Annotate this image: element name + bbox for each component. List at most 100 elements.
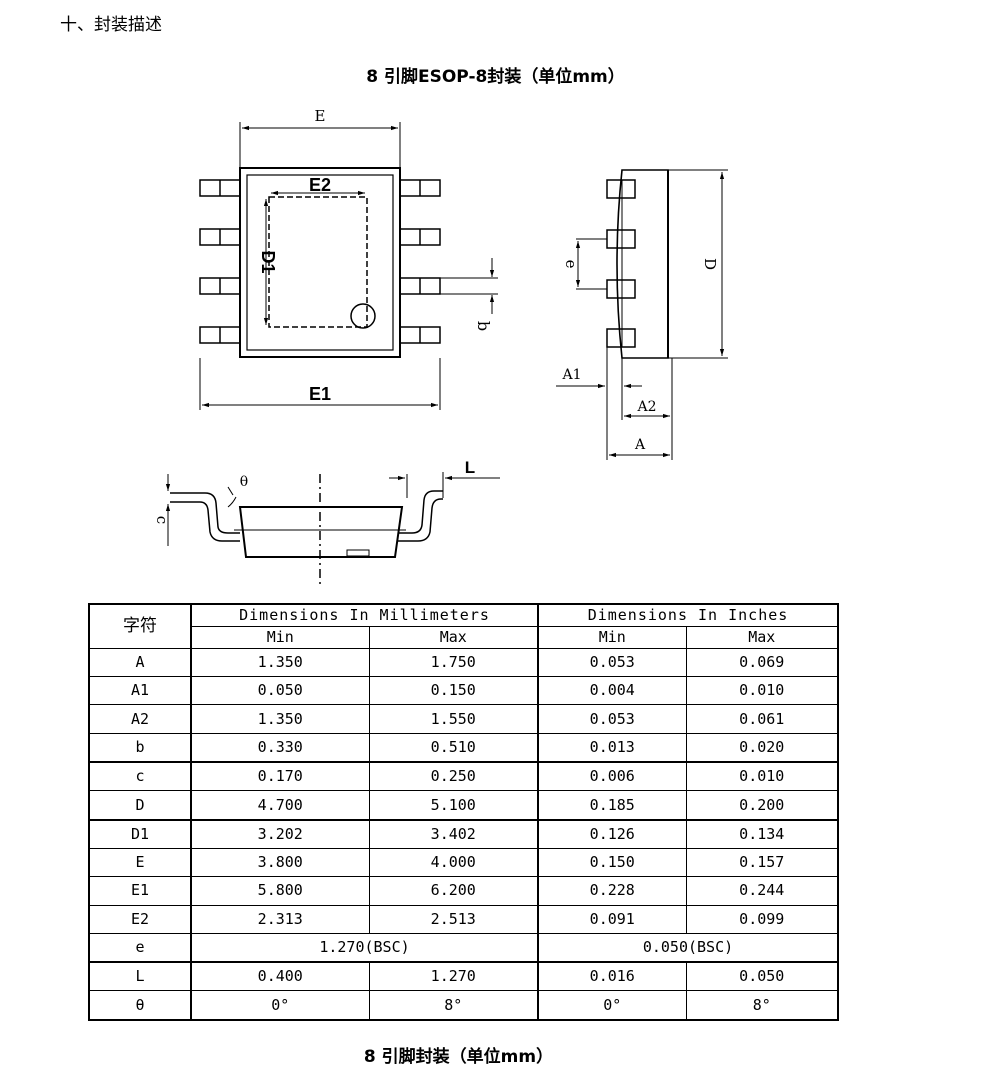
- in-min-header: Min: [537, 626, 687, 649]
- mm-max-cell: 3.402: [368, 819, 539, 850]
- mm-max-cell: 8°: [368, 990, 539, 1021]
- symbol-cell: A1: [88, 676, 192, 706]
- mm-min-cell: 4.700: [190, 790, 370, 821]
- in-min-cell: 0.013: [537, 732, 687, 764]
- table-row: D 4.700 5.100 0.185 0.200: [88, 790, 839, 821]
- mm-max-cell: 6.200: [368, 876, 539, 906]
- front-view: [165, 472, 500, 584]
- table-row: θ 0° 8° 0° 8°: [88, 990, 839, 1021]
- label-L: L: [465, 458, 475, 477]
- in-max-cell: 0.050: [685, 961, 839, 992]
- label-c: c: [153, 516, 171, 524]
- mm-min-cell: 0.400: [190, 961, 370, 992]
- in-min-cell: 0.016: [537, 961, 687, 992]
- symbol-cell: b: [88, 732, 192, 764]
- label-A1: A1: [561, 367, 581, 383]
- left-pins: [199, 179, 241, 344]
- mm-min-cell: 0.050: [190, 676, 370, 706]
- symbol-cell: A: [88, 647, 192, 678]
- mm-max-cell: 0.510: [368, 732, 539, 764]
- mm-max-header: Max: [368, 626, 539, 649]
- table-row: A 1.350 1.750 0.053 0.069: [88, 647, 839, 678]
- mm-min-cell: 3.202: [190, 819, 370, 850]
- top-view: [199, 122, 498, 410]
- in-max-cell: 0.010: [685, 761, 839, 792]
- mm-min-cell: 1.350: [190, 647, 370, 678]
- in-bsc-cell: 0.050(BSC): [537, 932, 839, 964]
- mm-bsc-cell: 1.270(BSC): [190, 932, 539, 964]
- label-E2: E2: [309, 175, 331, 195]
- symbol-cell: A2: [88, 704, 192, 734]
- in-max-cell: 0.134: [685, 819, 839, 850]
- mm-max-cell: 2.513: [368, 904, 539, 934]
- mm-min-cell: 0.330: [190, 732, 370, 764]
- table-row: E1 5.800 6.200 0.228 0.244: [88, 876, 839, 906]
- in-max-cell: 0.099: [685, 904, 839, 934]
- package-drawing: E E2 D1 E1 b e D A1 A2 A: [153, 107, 728, 584]
- mm-min-cell: 2.313: [190, 904, 370, 934]
- symbol-cell: e: [88, 932, 192, 964]
- mm-min-cell: 3.800: [190, 848, 370, 878]
- table-row: E 3.800 4.000 0.150 0.157: [88, 848, 839, 878]
- label-E: E: [315, 107, 326, 125]
- side-view: [556, 169, 728, 460]
- symbol-header: 字符: [88, 603, 192, 649]
- in-min-cell: 0.091: [537, 904, 687, 934]
- symbol-cell: E: [88, 848, 192, 878]
- dimensions-table: 字符 Dimensions In Millimeters Dimensions …: [88, 603, 839, 1021]
- mm-min-cell: 0.170: [190, 761, 370, 792]
- in-min-cell: 0.150: [537, 848, 687, 878]
- label-E1: E1: [309, 384, 331, 404]
- in-min-cell: 0.185: [537, 790, 687, 821]
- right-pins: [399, 179, 441, 344]
- label-D1: D1: [258, 250, 278, 273]
- mm-max-cell: 0.250: [368, 761, 539, 792]
- package-body-outline: [239, 167, 401, 358]
- label-theta: θ: [240, 474, 248, 490]
- symbol-cell: D1: [88, 819, 192, 850]
- table-row: E2 2.313 2.513 0.091 0.099: [88, 904, 839, 934]
- mm-group-header: Dimensions In Millimeters: [190, 603, 539, 627]
- in-max-cell: 0.020: [685, 732, 839, 764]
- package-caption: 8 引脚封装（单位mm）: [363, 1047, 554, 1067]
- in-min-cell: 0.006: [537, 761, 687, 792]
- in-min-cell: 0.228: [537, 876, 687, 906]
- mm-min-cell: 0°: [190, 990, 370, 1021]
- label-b: b: [474, 321, 493, 331]
- table-row: A1 0.050 0.150 0.004 0.010: [88, 676, 839, 706]
- label-A2: A2: [636, 399, 656, 415]
- mm-max-cell: 0.150: [368, 676, 539, 706]
- pin1-marker: [350, 303, 376, 329]
- in-max-header: Max: [685, 626, 839, 649]
- mm-min-cell: 1.350: [190, 704, 370, 734]
- in-max-cell: 0.010: [685, 676, 839, 706]
- exposed-pad-outline: [268, 196, 368, 328]
- symbol-cell: E2: [88, 904, 192, 934]
- in-min-cell: 0.053: [537, 704, 687, 734]
- table-row: A2 1.350 1.550 0.053 0.061: [88, 704, 839, 734]
- section-title: 十、封装描述: [60, 15, 162, 35]
- mm-max-cell: 5.100: [368, 790, 539, 821]
- mm-max-cell: 1.270: [368, 961, 539, 992]
- inch-group-header: Dimensions In Inches: [537, 603, 839, 627]
- in-max-cell: 0.244: [685, 876, 839, 906]
- in-min-cell: 0.004: [537, 676, 687, 706]
- symbol-cell: D: [88, 790, 192, 821]
- mm-max-cell: 4.000: [368, 848, 539, 878]
- in-min-cell: 0°: [537, 990, 687, 1021]
- mm-max-cell: 1.750: [368, 647, 539, 678]
- in-max-cell: 0.200: [685, 790, 839, 821]
- in-min-cell: 0.126: [537, 819, 687, 850]
- symbol-cell: L: [88, 961, 192, 992]
- label-e: e: [562, 260, 580, 269]
- symbol-cell: θ: [88, 990, 192, 1021]
- symbol-cell: c: [88, 761, 192, 792]
- table-row: L 0.400 1.270 0.016 0.050: [88, 961, 839, 992]
- table-row: c 0.170 0.250 0.006 0.010: [88, 761, 839, 792]
- package-title: 8 引脚ESOP-8封装（单位mm）: [366, 67, 625, 87]
- table-row: D1 3.202 3.402 0.126 0.134: [88, 819, 839, 850]
- table-row: b 0.330 0.510 0.013 0.020: [88, 732, 839, 764]
- mm-min-header: Min: [190, 626, 370, 649]
- in-min-cell: 0.053: [537, 647, 687, 678]
- symbol-cell: E1: [88, 876, 192, 906]
